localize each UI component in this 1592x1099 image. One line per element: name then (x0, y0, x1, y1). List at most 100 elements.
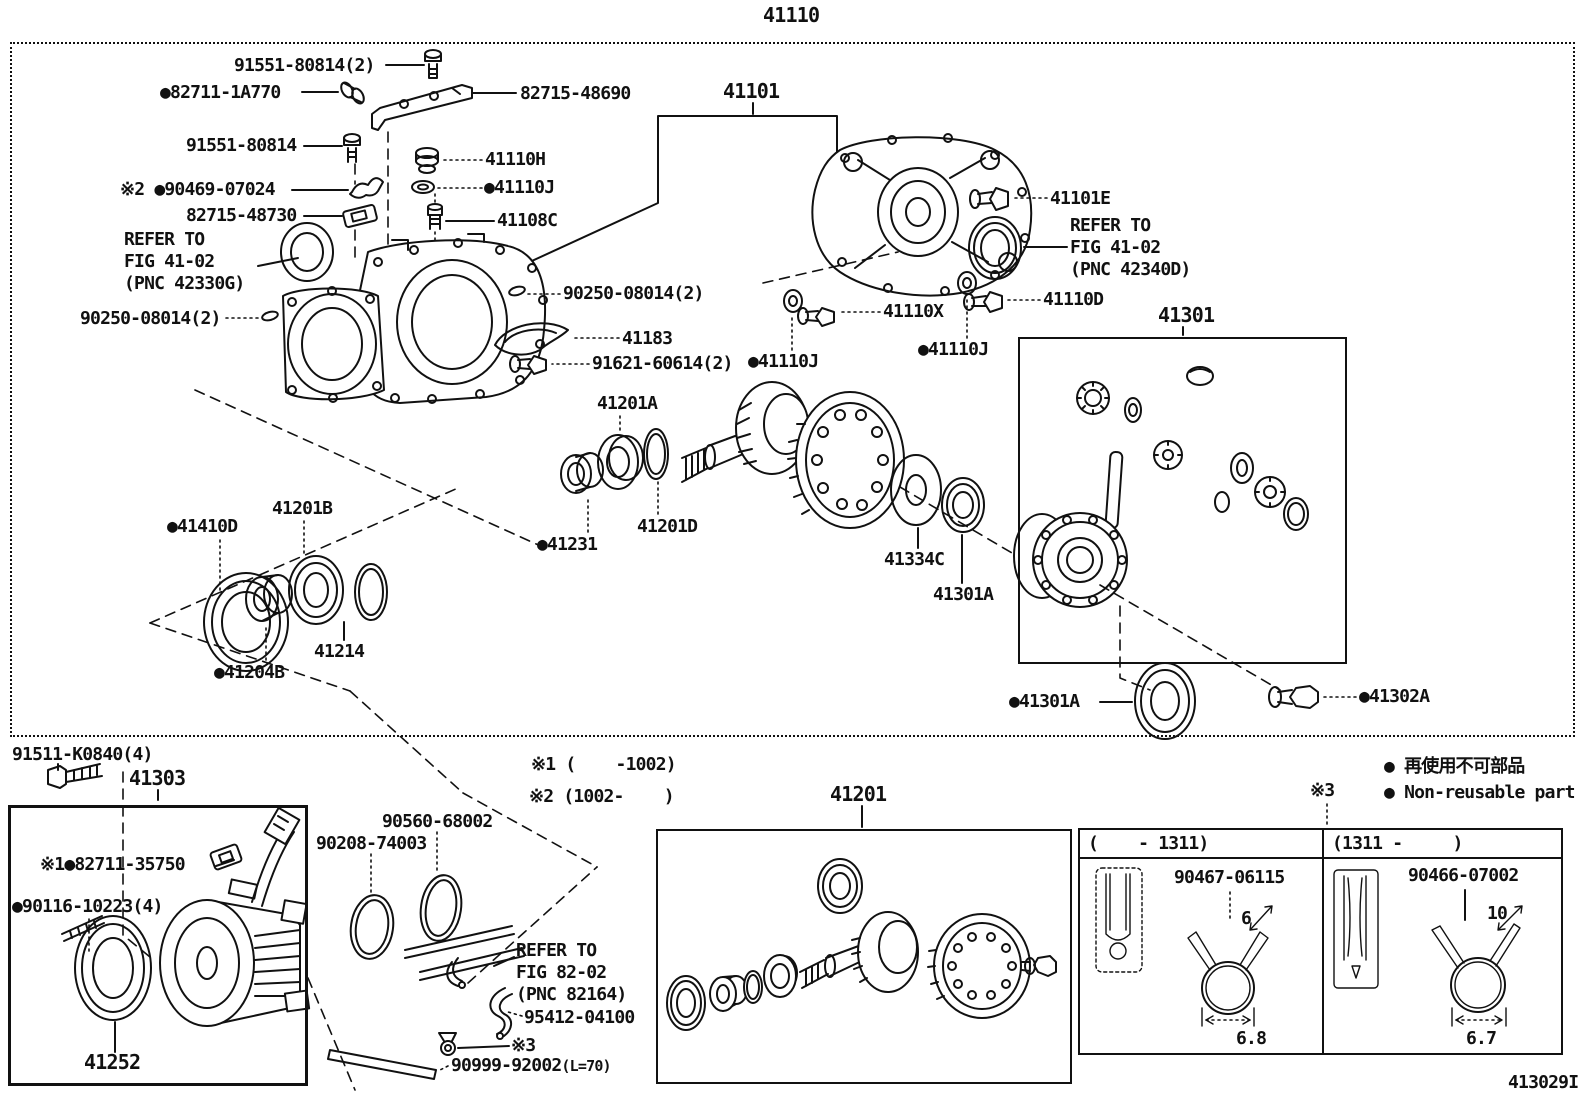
gear-kit-box (656, 829, 1072, 1084)
table-header-divider (1080, 857, 1561, 859)
label-41201: 41201 (830, 782, 887, 806)
seal-refer-42340d-drawing (968, 216, 1022, 280)
washer-bolt-41110x-drawing (783, 289, 835, 327)
hose-95412-drawing (489, 987, 513, 1040)
gasket-41110j-top-drawing (411, 180, 435, 194)
differential-parts-drawing (1076, 366, 1309, 531)
label-41101: 41101 (723, 79, 780, 103)
ring-gear-drawing (787, 391, 905, 529)
bolt-91551-drawing (343, 133, 361, 163)
note-star2: ※2 (1002- ) (529, 786, 675, 807)
refer-line-1: REFER TO (124, 229, 205, 250)
pin-90250-left-drawing (261, 310, 279, 322)
drive-pinion-drawing (681, 381, 809, 483)
clamp-90469-drawing (349, 177, 384, 199)
hose-part-number: 90999-92002 (451, 1055, 562, 1076)
bolt-41110d-drawing (963, 291, 1003, 313)
note-star1: ※1 ( -1002) (531, 754, 677, 775)
label-90208-74003: 90208-74003 (316, 833, 427, 854)
pin-90250-mid-drawing (508, 285, 526, 297)
note-star3-table: ※3 (1310, 780, 1335, 801)
refer-line-3: (PNC 42330G) (124, 273, 245, 294)
bolt-91551-2-drawing (424, 49, 442, 79)
snap-ring-41201d-drawing (643, 428, 669, 480)
table-header-left: ( - 1311) (1088, 833, 1209, 854)
label-90116-10223: ●90116-10223(4) (12, 896, 163, 917)
seal-refer-42330g-drawing (280, 222, 334, 282)
label-41204b: ●41204B (214, 662, 285, 683)
table-header-right: (1311 - ) (1332, 833, 1463, 854)
refer-line-2: FIG 82-02 (516, 962, 607, 983)
refer-line-3: (PNC 42340D) (1070, 259, 1191, 280)
label-41201a: 41201A (597, 393, 658, 414)
leader-lines (57, 64, 1466, 1071)
oring-90560-drawing (419, 874, 463, 942)
clamp-star3-drawing (438, 1032, 457, 1056)
label-91551-80814: 91551-80814 (186, 135, 297, 156)
label-91621-60614: 91621-60614(2) (592, 353, 733, 374)
label-90250-mid: 90250-08014(2) (563, 283, 704, 304)
label-41201b: 41201B (272, 498, 333, 519)
legend-non-reusable-jp: ● 再使用不可部品 (1384, 756, 1525, 777)
refer-line-1: REFER TO (516, 940, 597, 961)
label-41110j-mid: ●41110J (748, 351, 819, 372)
label-82715-48690: 82715-48690 (520, 83, 631, 104)
bearing-41201b-drawing (288, 555, 344, 625)
refer-note-42330g: REFER TO FIG 41-02 (PNC 42330G) (124, 229, 245, 295)
refer-line-2: FIG 41-02 (1070, 237, 1161, 258)
label-41214: 41214 (314, 641, 365, 662)
label-82711-1a770: ●82711-1A770 (160, 82, 281, 103)
clip-82711-1a770-drawing (340, 81, 365, 105)
table-column-divider (1322, 830, 1324, 1053)
coupling-box (8, 805, 308, 1086)
label-82715-48730: 82715-48730 (186, 205, 297, 226)
label-90469-07024: ※2 ●90469-07024 (120, 179, 276, 200)
bolt-41101e-drawing (969, 187, 1009, 211)
clamp-spec-table: ( - 1311) (1311 - ) (1078, 828, 1563, 1055)
bolt-41302a-drawing (1268, 685, 1319, 709)
plug-41110h-drawing (415, 147, 439, 174)
label-90250-left: 90250-08014(2) (80, 308, 221, 329)
baffle-41183-drawing (494, 322, 569, 356)
label-95412-04100: 95412-04100 (524, 1007, 635, 1028)
clamp-90467-drawing (1095, 867, 1273, 1027)
bolt-91621-drawing (509, 355, 547, 375)
label-41110d: 41110D (1043, 289, 1104, 310)
label-41303: 41303 (129, 766, 186, 790)
label-41183: 41183 (622, 328, 673, 349)
label-41301a-out: ●41301A (1009, 691, 1080, 712)
figure-corner-code: 413029I (1508, 1072, 1579, 1093)
label-41110j-top: ●41110J (484, 177, 555, 198)
side-bearing-in-drawing (941, 477, 985, 533)
washer-41110j-right-drawing (957, 271, 977, 295)
differential-case-drawing (1013, 512, 1128, 608)
construction-lines (122, 251, 1281, 1091)
label-41302a: ●41302A (1359, 686, 1430, 707)
bracket-82715-48690-drawing (371, 84, 473, 131)
leader-41101-bracket (496, 102, 838, 278)
refer-note-82164: REFER TO FIG 82-02 (PNC 82164) (516, 940, 627, 1006)
refer-line-2: FIG 41-02 (124, 251, 215, 272)
refer-line-1: REFER TO (1070, 215, 1151, 236)
label-41108c: 41108C (497, 210, 558, 231)
gear-kit-41201-drawing (666, 858, 1057, 1031)
label-91551-80814-2: 91551-80814(2) (234, 55, 375, 76)
label-90999-92002: 90999-92002(L=70) (451, 1055, 612, 1077)
label-41301a-in: 41301A (933, 584, 994, 605)
stud-90116-drawing (61, 915, 105, 942)
dim-left-width: 6.8 (1236, 1028, 1267, 1049)
label-90560-68002: 90560-68002 (382, 811, 493, 832)
refer-note-42340d: REFER TO FIG 41-02 (PNC 42340D) (1070, 215, 1191, 281)
differential-case-box (1018, 337, 1347, 664)
dim-right-width: 6.7 (1466, 1028, 1497, 1049)
bearing-41201a-drawing (597, 434, 644, 490)
label-90467-06115: 90467-06115 (1174, 867, 1285, 888)
label-41252: 41252 (84, 1050, 141, 1074)
bolt-91511-drawing (47, 763, 103, 789)
hose-90999-drawing (327, 1049, 437, 1080)
label-90466-07002: 90466-07002 (1408, 865, 1519, 886)
figure-title: 41110 (763, 3, 820, 27)
refer-line-3: (PNC 82164) (516, 984, 627, 1005)
